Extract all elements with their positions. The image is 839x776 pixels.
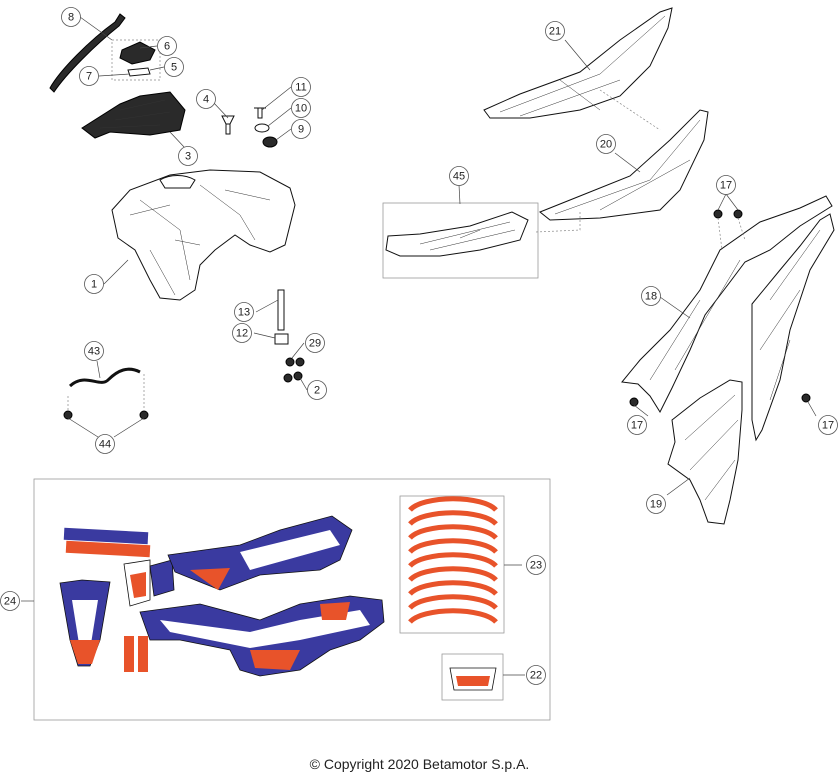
callout-10[interactable]: 10 [291,98,311,118]
callout-number: 19 [650,499,662,511]
callout-45[interactable]: 45 [449,166,469,186]
callout-4[interactable]: 4 [196,89,216,109]
callout-number: 2 [314,385,320,397]
seat-20 [539,109,709,221]
nut-9 [262,136,278,148]
callout-44[interactable]: 44 [95,434,115,454]
fuel-cap [111,39,161,81]
callout-12[interactable]: 12 [232,323,252,343]
rim-stickers-23 [408,496,498,624]
tank-bolt-13 [277,289,285,331]
callout-number: 23 [530,560,542,572]
seat-21 [483,7,673,119]
callout-number: 17 [822,420,834,432]
callout-number: 43 [88,346,100,358]
bolt-4 [221,115,235,135]
callout-number: 10 [295,103,307,115]
washer-10 [254,123,270,133]
callout-number: 18 [645,291,657,303]
callout-number: 17 [631,420,643,432]
callout-13[interactable]: 13 [234,302,254,322]
seat-base-45 [382,202,539,279]
callout-9[interactable]: 9 [291,119,311,139]
callout-18[interactable]: 18 [641,286,661,306]
callout-number: 9 [298,124,304,136]
callout-number: 8 [68,12,74,24]
copyright-notice: © Copyright 2020 Betamotor S.p.A. [309,756,530,772]
callout-number: 29 [309,338,321,350]
callout-2[interactable]: 2 [307,380,327,400]
callout-number: 5 [171,62,177,74]
callout-number: 20 [600,139,612,151]
callout-11[interactable]: 11 [291,77,311,97]
screw-11 [254,107,266,119]
callout-17[interactable]: 17 [627,415,647,435]
callout-number: 44 [99,439,111,451]
callout-5[interactable]: 5 [164,57,184,77]
callout-6[interactable]: 6 [157,36,177,56]
callout-24[interactable]: 24 [0,591,20,611]
callout-17[interactable]: 17 [818,415,838,435]
rear-fender-18 [621,195,835,442]
callout-43[interactable]: 43 [84,341,104,361]
spacer-12 [274,333,289,345]
callout-labels: 8 6 7 5 3 4 11 10 9 1 13 12 29 2 43 44 21 20 45 17 18 17 17 19 2… [0,7,838,685]
leader-lines [21,16,817,676]
callout-8[interactable]: 8 [61,7,81,27]
callout-19[interactable]: 19 [646,494,666,514]
side-panel-19 [667,379,743,525]
callout-number: 1 [91,279,97,291]
callout-number: 4 [203,94,209,106]
callout-number: 12 [236,328,248,340]
callout-29[interactable]: 29 [305,333,325,353]
callout-number: 13 [238,307,250,319]
callout-3[interactable]: 3 [178,146,198,166]
callout-23[interactable]: 23 [526,555,546,575]
callout-number: 22 [530,670,542,682]
vent-hose [49,13,126,93]
decal-kit [33,478,551,721]
hose-43 [68,367,141,388]
callout-number: 11 [295,82,306,94]
callout-number: 45 [453,171,465,183]
callout-21[interactable]: 21 [545,21,565,41]
callout-number: 6 [164,41,170,53]
callout-number: 21 [549,26,561,38]
callout-20[interactable]: 20 [596,134,616,154]
callout-22[interactable]: 22 [526,665,546,685]
callout-number: 24 [4,596,16,608]
fuel-tank [111,169,296,301]
callout-number: 17 [720,180,732,192]
clips-44 [63,410,149,420]
callout-number: 7 [86,71,92,83]
fasteners-29-2 [283,357,305,383]
callout-1[interactable]: 1 [84,274,104,294]
callout-number: 3 [185,151,191,163]
callout-7[interactable]: 7 [79,66,99,86]
tank-top-cover [81,91,186,139]
callout-17[interactable]: 17 [716,175,736,195]
